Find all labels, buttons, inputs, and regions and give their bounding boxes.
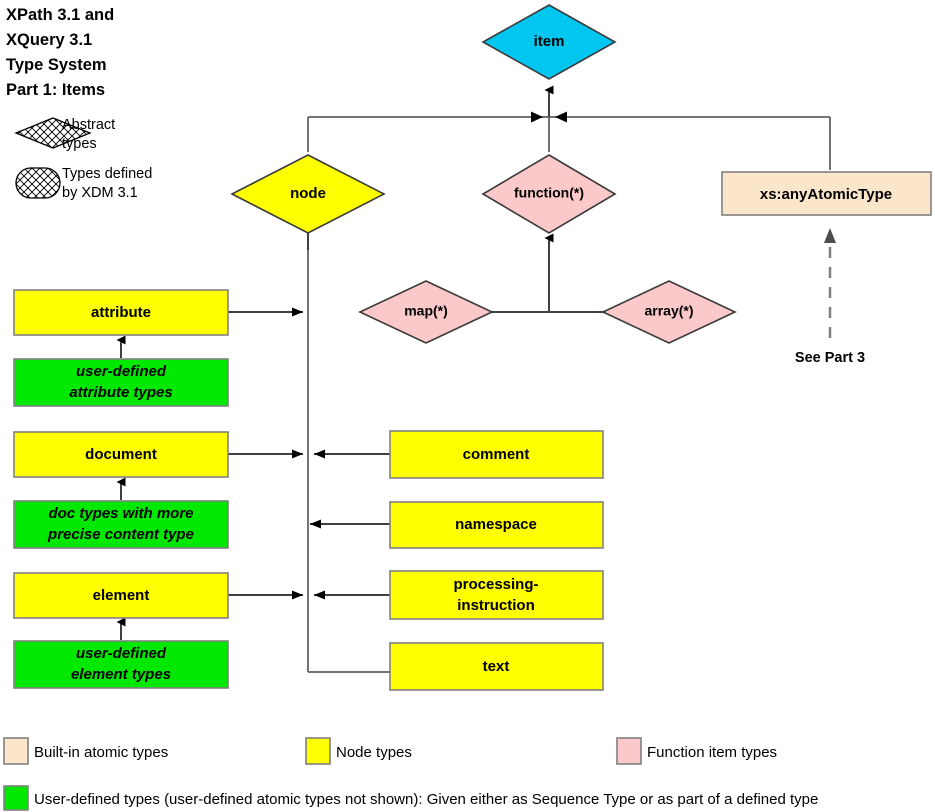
legend-label-node-types: Node types [336,744,412,761]
namespace-label: namespace [455,516,537,533]
user-defined-element-types-box[interactable] [13,640,229,689]
node-diamond[interactable] [230,154,386,234]
text-label: text [483,658,510,675]
item-bus-connector [307,85,831,170]
text-box[interactable] [389,642,604,691]
see-part3-arrowhead [824,228,836,243]
title-line-2: XQuery 3.1 [6,31,92,49]
node-user-defined-attribute-types[interactable]: user-defined attribute types [13,358,229,407]
processing-instruction-box[interactable] [389,570,604,620]
key-xdm-line-2: by XDM 3.1 [62,185,138,201]
title-line-1: XPath 3.1 and [6,6,114,24]
node-document[interactable]: document [13,431,229,478]
key-abstract-line-2: types [62,136,97,152]
node-label: node [290,185,326,202]
comment-box[interactable] [389,430,604,479]
legend-swatch-builtin-atomic [3,737,29,765]
key-xdm-types: Types defined by XDM 3.1 [15,166,152,201]
node-item[interactable]: item [481,4,617,80]
node-text[interactable]: text [389,642,604,691]
bus-arrow-left [531,111,543,123]
node-array[interactable]: array(*) [601,280,737,344]
element-label: element [93,587,150,604]
any-atomic-type-box[interactable] [721,171,932,216]
legend-label-builtin-atomic: Built-in atomic types [34,744,168,761]
see-part3-connector [824,228,836,338]
element-box[interactable] [13,572,229,619]
bus-arrow-right [555,111,567,123]
page-title: XPath 3.1 and XQuery 3.1 Type System Par… [6,6,114,99]
node-function[interactable]: function(*) [481,154,617,234]
title-line-3: Type System [6,56,107,74]
doc-types-line-1: doc types with more [48,505,193,522]
function-diamond[interactable] [481,154,617,234]
node-attribute[interactable]: attribute [13,289,229,336]
see-part3-label: See Part 3 [795,350,865,366]
legend-swatch-function-types [616,737,642,765]
udef-attr-line-2: attribute types [69,384,172,401]
node-doc-types-precise[interactable]: doc types with more precise content type [13,500,229,549]
hatched-diamond-icon [14,117,92,149]
document-box[interactable] [13,431,229,478]
legend-item-function-types: Function item types [616,737,777,765]
namespace-box[interactable] [389,501,604,549]
doc-types-precise-box[interactable] [13,500,229,549]
title-line-4: Part 1: Items [6,81,105,99]
legend-label-user-defined: User-defined types (user-defined atomic … [34,791,818,808]
doc-types-line-2: precise content type [47,526,194,543]
udef-elem-line-2: element types [71,666,171,683]
map-diamond[interactable] [358,280,494,344]
array-label: array(*) [644,303,693,319]
node-namespace[interactable]: namespace [389,501,604,549]
node-node[interactable]: node [230,154,386,234]
key-xdm-line-1: Types defined [62,166,152,182]
document-label: document [85,446,157,463]
node-map[interactable]: map(*) [358,280,494,344]
legend-swatch-user-defined [3,785,29,811]
pi-line-1: processing- [453,576,538,593]
item-diamond[interactable] [481,4,617,80]
attribute-box[interactable] [13,289,229,336]
item-label: item [534,33,565,50]
hatched-rounded-rect-icon [15,167,61,199]
node-element[interactable]: element [13,572,229,619]
user-defined-attribute-types-box[interactable] [13,358,229,407]
comment-label: comment [463,446,530,463]
node-any-atomic-type[interactable]: xs:anyAtomicType [721,171,932,216]
node-comment[interactable]: comment [389,430,604,479]
legend-label-function-types: Function item types [647,744,777,761]
legend-item-builtin-atomic: Built-in atomic types [3,737,168,765]
legend-swatch-node-types [305,737,331,765]
key-abstract-line-1: Abstract [62,117,115,133]
legend-item-user-defined: User-defined types (user-defined atomic … [3,785,818,811]
udef-elem-line-1: user-defined [76,645,167,662]
attribute-label: attribute [91,304,151,321]
node-user-defined-element-types[interactable]: user-defined element types [13,640,229,689]
array-diamond[interactable] [601,280,737,344]
key-abstract-types: Abstract types [14,117,115,152]
pi-line-2: instruction [457,597,535,614]
function-children-connector [466,233,632,313]
map-label: map(*) [404,303,448,319]
udef-attr-line-1: user-defined [76,363,167,380]
function-label: function(*) [514,185,584,201]
any-atomic-type-label: xs:anyAtomicType [760,186,892,203]
node-processing-instruction[interactable]: processing- instruction [389,570,604,620]
legend-item-node-types: Node types [305,737,412,765]
legend: Built-in atomic types Node types Functio… [3,737,818,811]
